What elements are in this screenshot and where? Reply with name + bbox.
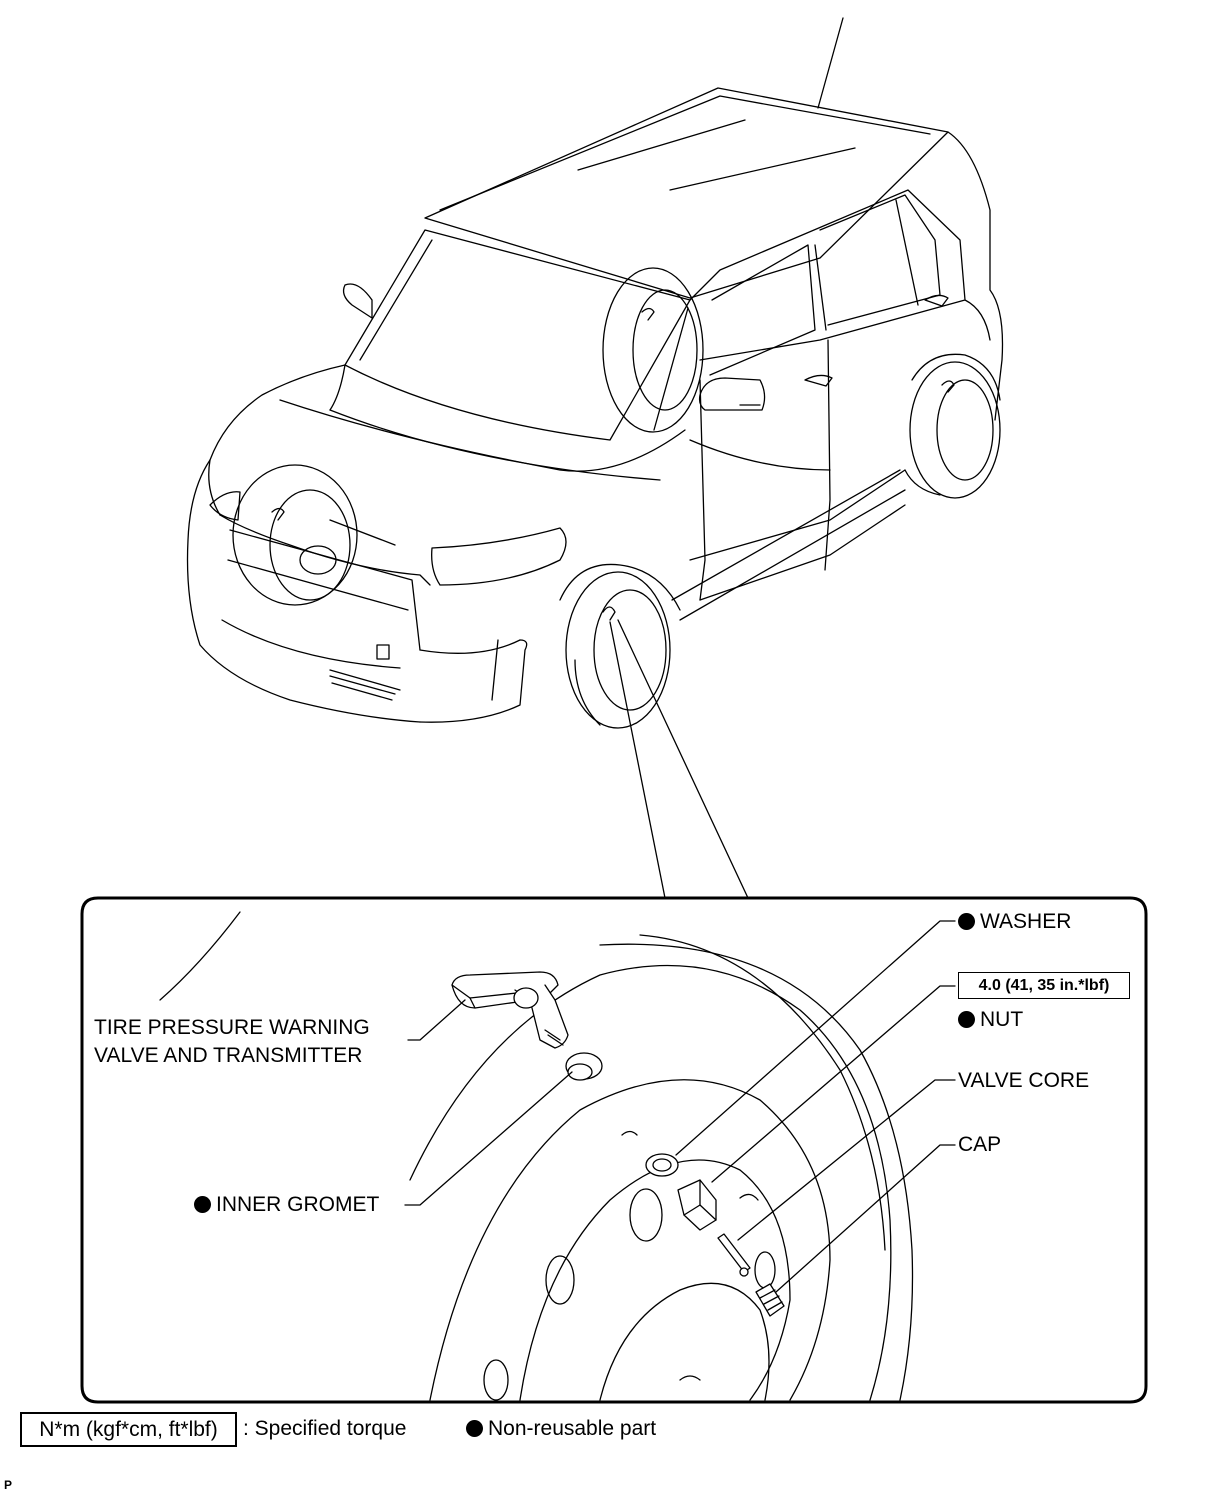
torque-spec-box: 4.0 (41, 35 in.*lbf) xyxy=(958,972,1130,999)
label-inner-grommet: INNER GROMET xyxy=(194,1191,379,1218)
nonreusable-dot-icon xyxy=(466,1420,483,1437)
label-transmitter-line2: VALVE AND TRANSMITTER xyxy=(94,1044,363,1067)
wheel-detail xyxy=(159,911,914,1401)
cap-part xyxy=(755,1283,785,1317)
nut-part xyxy=(677,1179,717,1231)
label-washer: WASHER xyxy=(958,908,1071,935)
legend-torque-text: : Specified torque xyxy=(243,1417,407,1440)
grommet-part xyxy=(565,1052,603,1081)
nonreusable-dot-icon xyxy=(958,913,975,930)
transmitter-part xyxy=(451,971,569,1049)
figure-code: P xyxy=(4,1478,13,1492)
label-leaders xyxy=(404,920,956,1293)
valve-core-part xyxy=(717,1233,751,1277)
label-cap: CAP xyxy=(958,1133,1002,1156)
label-nut-text: NUT xyxy=(980,1008,1024,1031)
nonreusable-dot-icon xyxy=(958,1011,975,1028)
legend-nonreusable-text: Non-reusable part xyxy=(488,1417,657,1440)
label-inner-grommet-text: INNER GROMET xyxy=(216,1193,380,1216)
vehicle-illustration xyxy=(186,17,1004,729)
legend-nonreusable: Non-reusable part xyxy=(466,1412,656,1445)
detail-frame xyxy=(80,896,1148,1404)
legend-torque-unit: N*m (kgf*cm, ft*lbf) xyxy=(20,1412,237,1447)
label-valve-core: VALVE CORE xyxy=(958,1069,1090,1092)
callout-leader-lines xyxy=(609,619,749,899)
nonreusable-dot-icon xyxy=(194,1196,211,1213)
label-nut: NUT xyxy=(958,1006,1023,1033)
washer-part xyxy=(645,1153,679,1177)
label-washer-text: WASHER xyxy=(980,910,1072,933)
label-transmitter-line1: TIRE PRESSURE WARNING xyxy=(94,1016,370,1039)
